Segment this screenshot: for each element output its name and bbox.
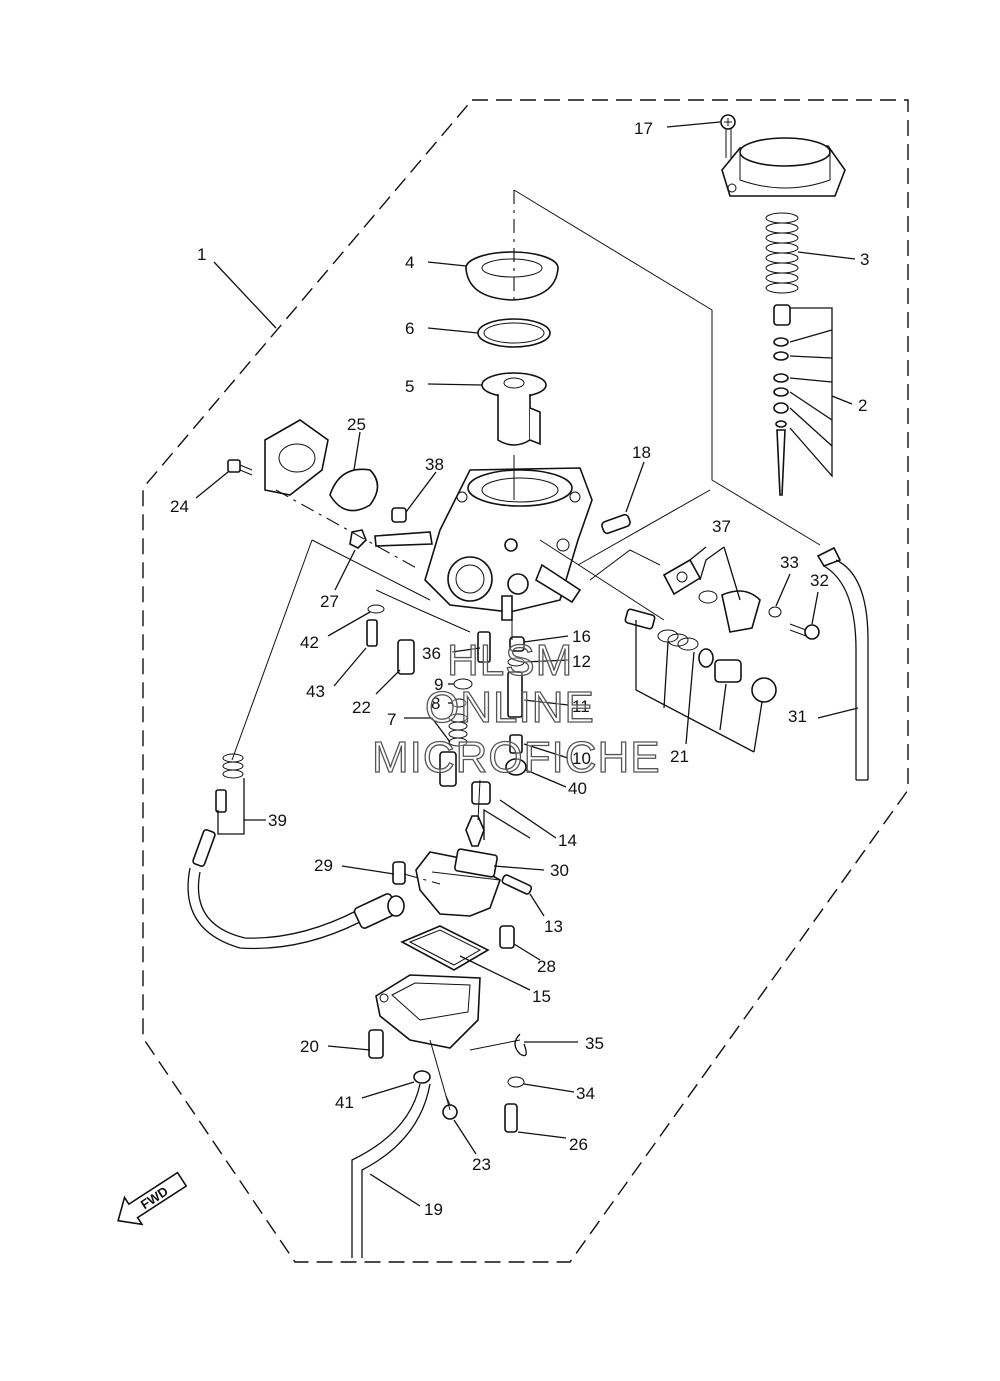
part-carburetor-body xyxy=(424,467,593,621)
callout-22: 22 xyxy=(352,698,371,717)
part-17-screw xyxy=(720,114,736,158)
callout-9: 9 xyxy=(434,675,443,694)
callout-10: 10 xyxy=(572,749,591,768)
callout-2: 2 xyxy=(858,396,867,415)
part-22-plunger xyxy=(397,639,415,675)
callout-4: 4 xyxy=(405,253,414,272)
part-11-needle-jet xyxy=(507,671,523,718)
part-24-screw xyxy=(227,459,253,476)
callout-3: 3 xyxy=(860,250,869,269)
callout-7: 7 xyxy=(387,710,396,729)
part-4-diaphragm xyxy=(465,251,559,301)
callout-27: 27 xyxy=(320,592,339,611)
callout-31: 31 xyxy=(788,707,807,726)
part-6-o-ring xyxy=(477,318,551,348)
part-42-washer xyxy=(367,604,385,614)
callout-5: 5 xyxy=(405,377,414,396)
callout-26: 26 xyxy=(569,1135,588,1154)
callout-13: 13 xyxy=(544,917,563,936)
callout-24: 24 xyxy=(170,497,189,516)
callout-28: 28 xyxy=(537,957,556,976)
callout-1: 1 xyxy=(197,245,206,264)
watermark: HLSM ONLINE MICROFICHE xyxy=(371,635,661,782)
part-40-washer xyxy=(505,758,527,776)
part-37-cover xyxy=(662,558,761,633)
part-25-o-ring xyxy=(329,468,379,512)
callout-35: 35 xyxy=(585,1034,604,1053)
callout-33: 33 xyxy=(780,553,799,572)
callout-42: 42 xyxy=(300,633,319,652)
part-10-main-jet xyxy=(509,734,523,754)
part-29-screw xyxy=(392,861,406,885)
part-hose-stub xyxy=(374,531,433,547)
watermark-line-3: MICROFICHE xyxy=(372,733,661,782)
part-33-clip xyxy=(768,606,782,618)
watermark-line-2: ONLINE xyxy=(425,683,595,732)
callout-14: 14 xyxy=(558,831,577,850)
callout-12: 12 xyxy=(572,652,591,671)
part-35-clip xyxy=(514,1033,527,1057)
part-13-pin xyxy=(501,874,533,895)
part-16-jet-holder xyxy=(509,636,525,652)
fwd-direction-arrow: FWD xyxy=(117,1171,188,1226)
part-20-screw xyxy=(368,1029,384,1059)
callout-37: 37 xyxy=(712,517,731,536)
part-32-screw xyxy=(789,623,820,640)
part-23-drain-screw xyxy=(442,1095,458,1120)
callout-29: 29 xyxy=(314,856,333,875)
part-2-jet-needle-set xyxy=(773,304,791,496)
callout-11: 11 xyxy=(572,697,590,716)
callout-numbers: 1 2 3 4 5 6 7 8 9 10 11 12 13 14 15 16 1… xyxy=(170,119,869,1219)
part-3-spring xyxy=(765,212,799,294)
callout-43: 43 xyxy=(306,682,325,701)
callout-38: 38 xyxy=(425,455,444,474)
callout-8: 8 xyxy=(431,694,440,713)
part-insulator-plate xyxy=(264,419,329,496)
callout-40: 40 xyxy=(568,779,587,798)
watermark-line-1: HLSM xyxy=(447,636,573,685)
part-27-nut xyxy=(349,529,367,549)
callout-16: 16 xyxy=(572,627,591,646)
part-38-plug xyxy=(391,507,407,523)
callout-32: 32 xyxy=(810,571,829,590)
part-34-washer xyxy=(507,1076,525,1088)
part-41-clamp xyxy=(413,1070,431,1084)
part-26-screw xyxy=(504,1103,518,1133)
part-28-screw xyxy=(499,925,515,949)
part-39-cable-set xyxy=(187,753,405,950)
part-5-piston-valve xyxy=(481,372,547,446)
part-30-float xyxy=(415,848,501,917)
part-7-starter-plunger xyxy=(439,713,468,787)
callout-23: 23 xyxy=(472,1155,491,1174)
part-float-bowl xyxy=(375,974,481,1049)
leader-lines xyxy=(195,121,859,1207)
callout-19: 19 xyxy=(424,1200,443,1219)
callout-41: 41 xyxy=(335,1093,354,1112)
part-36-jet xyxy=(477,631,491,663)
part-43-screw xyxy=(366,619,378,647)
callout-18: 18 xyxy=(632,443,651,462)
callout-34: 34 xyxy=(576,1084,595,1103)
part-31-vent-hose xyxy=(816,546,869,781)
part-21-pilot-screw-set xyxy=(624,608,777,703)
part-19-drain-hose xyxy=(351,1083,431,1258)
callout-20: 20 xyxy=(300,1037,319,1056)
callout-17: 17 xyxy=(634,119,653,138)
part-18-fitting xyxy=(601,513,631,535)
callout-36: 36 xyxy=(422,644,441,663)
alignment-lines xyxy=(231,189,821,1111)
callout-39: 39 xyxy=(268,811,287,830)
callout-25: 25 xyxy=(347,415,366,434)
callout-15: 15 xyxy=(532,987,551,1006)
callout-21: 21 xyxy=(670,747,689,766)
callout-6: 6 xyxy=(405,319,414,338)
callout-30: 30 xyxy=(550,861,569,880)
part-top-cover xyxy=(721,137,846,197)
